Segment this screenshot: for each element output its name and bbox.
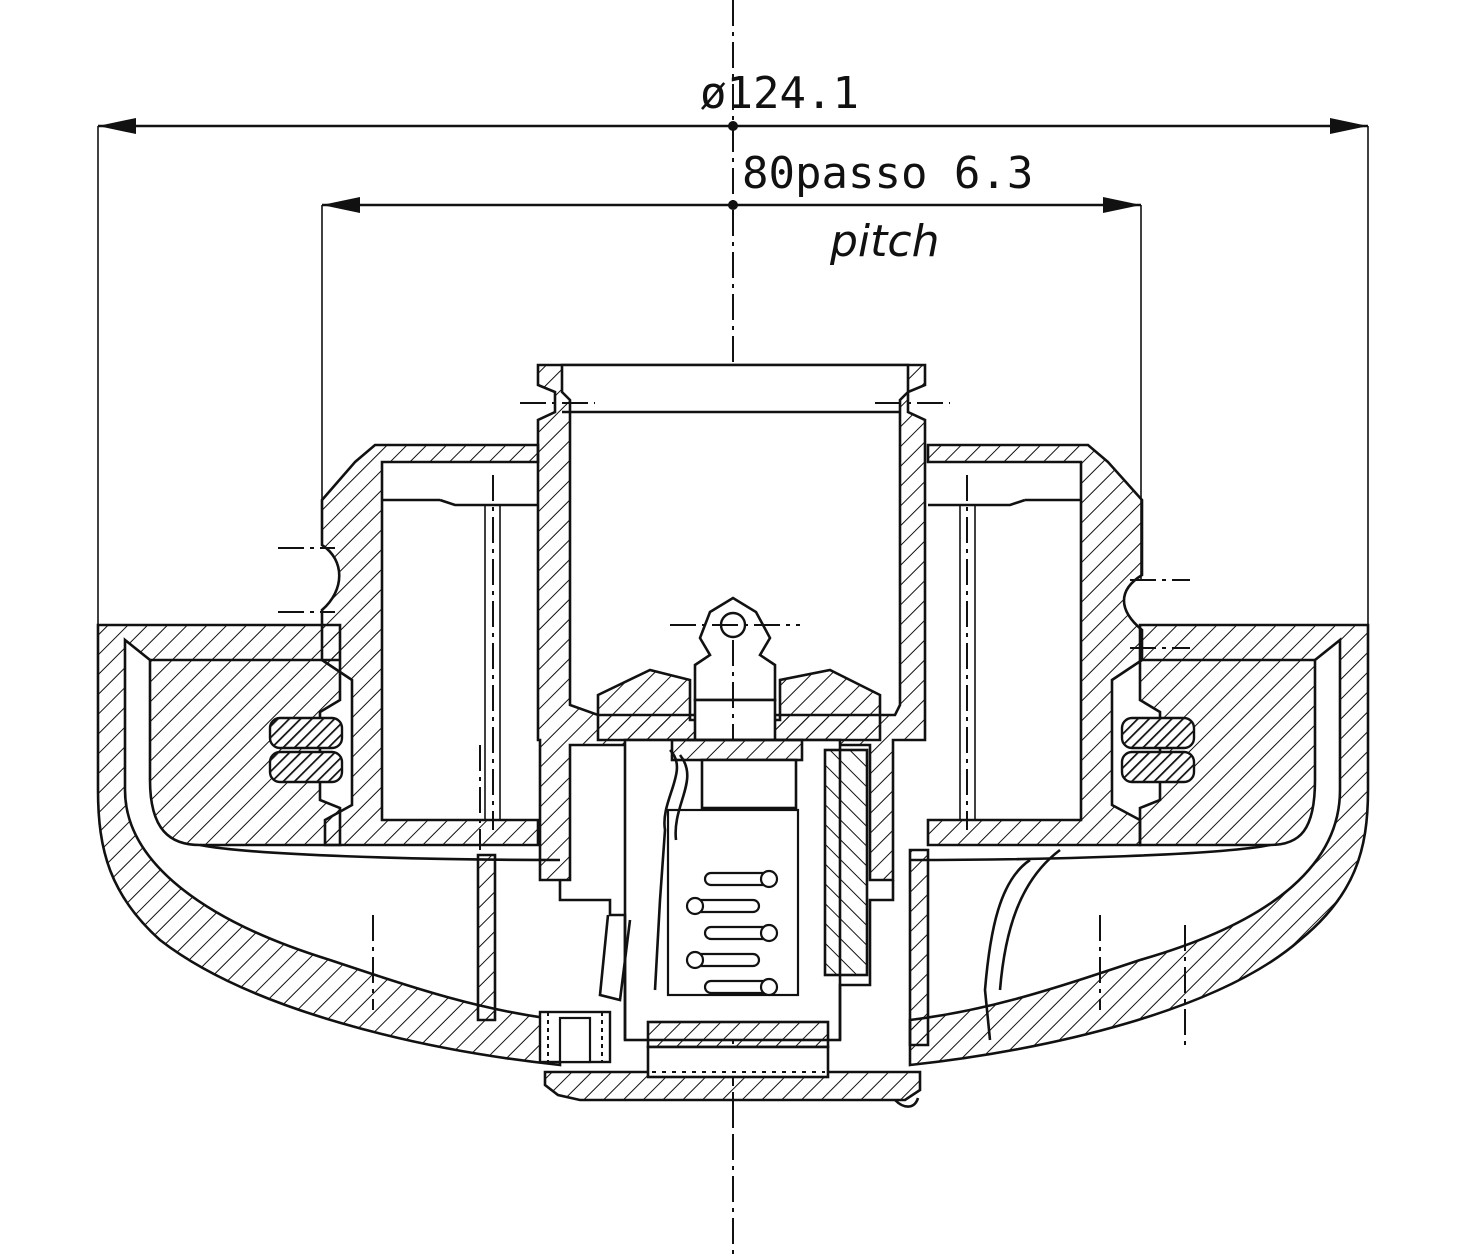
winding-left-upper xyxy=(268,716,344,750)
winding-right-lower xyxy=(1120,750,1196,784)
base-plate xyxy=(538,1010,922,1108)
auxiliary-axes xyxy=(278,547,1190,1050)
dimension-pitch-diameter xyxy=(321,197,1142,580)
pitch-dimension-label: 80passo 6.3 xyxy=(742,148,1033,199)
winding-right-upper xyxy=(1120,716,1196,750)
lower-walls xyxy=(476,848,1061,1047)
outer-diameter-label: ø124.1 xyxy=(700,68,859,119)
motor-block xyxy=(623,738,869,1042)
pitch-translation-label: pitch xyxy=(829,216,939,267)
rotor-right xyxy=(926,443,1144,847)
capacitor-stack xyxy=(685,869,779,997)
winding-left-lower xyxy=(268,750,344,784)
rotor-left xyxy=(320,443,540,847)
central-hub xyxy=(520,363,950,882)
